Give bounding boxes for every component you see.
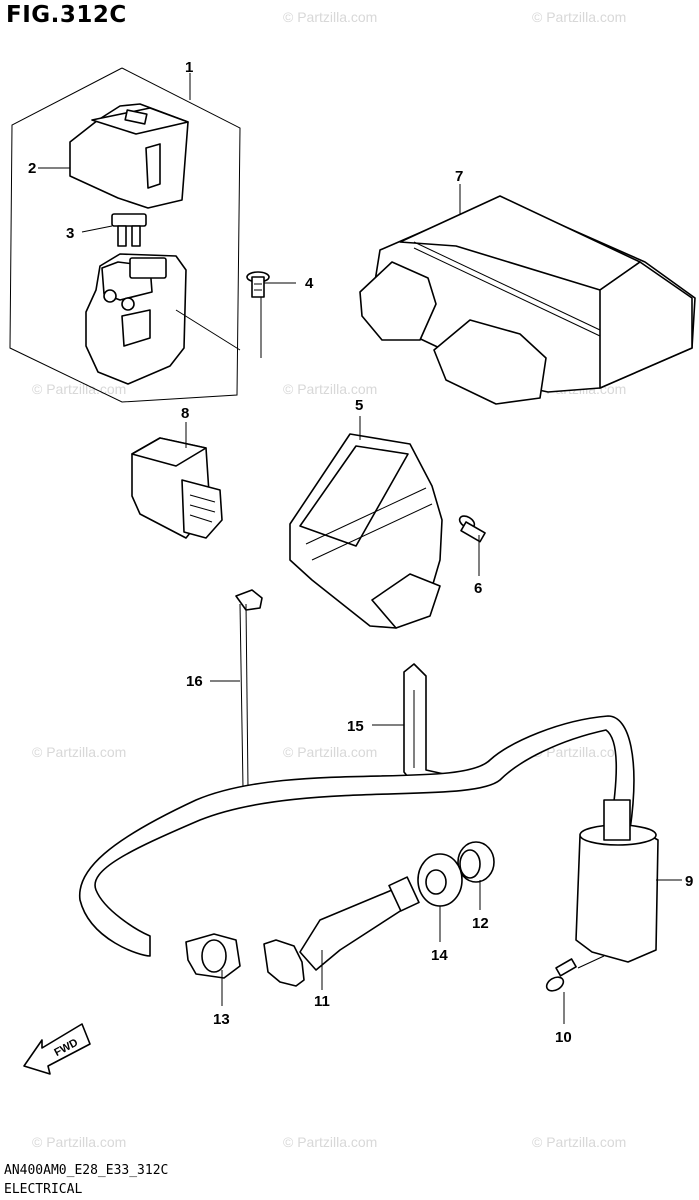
starter-relay <box>85 253 241 385</box>
regulator-rectifier <box>289 433 443 629</box>
fuel-pump <box>575 799 682 963</box>
leader-lines <box>38 167 565 1024</box>
fuel-hose-joint <box>263 876 420 987</box>
watermark: © Partzilla.com <box>283 744 377 760</box>
bolt-4 <box>246 271 270 358</box>
callout-5: 5 <box>355 397 363 414</box>
hose-clamp <box>185 933 241 979</box>
callout-8: 8 <box>181 405 189 422</box>
watermark: © Partzilla.com <box>32 381 126 397</box>
callout-14: 14 <box>431 947 448 964</box>
callout-13: 13 <box>213 1011 230 1028</box>
grommet <box>417 853 463 907</box>
watermark: © Partzilla.com <box>32 1134 126 1150</box>
callout-10: 10 <box>555 1029 572 1046</box>
ecm <box>359 195 696 405</box>
section-name: ELECTRICAL <box>4 1182 83 1197</box>
starter-relay-assembly-boundary <box>9 67 241 403</box>
callout-16: 16 <box>186 673 203 690</box>
watermark: © Partzilla.com <box>532 1134 626 1150</box>
callout-11: 11 <box>314 993 330 1010</box>
watermark: © Partzilla.com <box>283 9 377 25</box>
cable-tie <box>235 589 263 789</box>
callout-12: 12 <box>472 915 489 932</box>
bolt-6 <box>458 515 486 543</box>
callout-3: 3 <box>66 225 74 242</box>
bolt-10 <box>545 955 605 992</box>
fuse <box>111 213 147 247</box>
callout-6: 6 <box>474 580 482 597</box>
bracket <box>403 663 445 787</box>
sub-relay <box>131 437 223 539</box>
watermark: © Partzilla.com <box>283 1134 377 1150</box>
watermark: © Partzilla.com <box>532 744 626 760</box>
fuel-hose <box>78 715 635 957</box>
figure-title: FIG.312C <box>6 2 127 28</box>
watermark: © Partzilla.com <box>532 9 626 25</box>
watermark: © Partzilla.com <box>32 744 126 760</box>
watermark: © Partzilla.com <box>283 381 377 397</box>
callout-15: 15 <box>347 718 364 735</box>
callout-1: 1 <box>185 59 193 76</box>
callout-7: 7 <box>455 168 463 185</box>
fwd-arrow: FWD <box>23 1023 91 1075</box>
callouts: 1 2 3 4 5 6 7 8 9 10 11 12 13 14 15 16 <box>28 59 693 1046</box>
callout-2: 2 <box>28 160 36 177</box>
diagram-code: AN400AM0_E28_E33_312C <box>4 1163 169 1178</box>
callout-4: 4 <box>305 275 314 292</box>
cushion-12 <box>457 841 495 883</box>
relay-cover <box>69 103 189 209</box>
callout-9: 9 <box>685 873 693 890</box>
